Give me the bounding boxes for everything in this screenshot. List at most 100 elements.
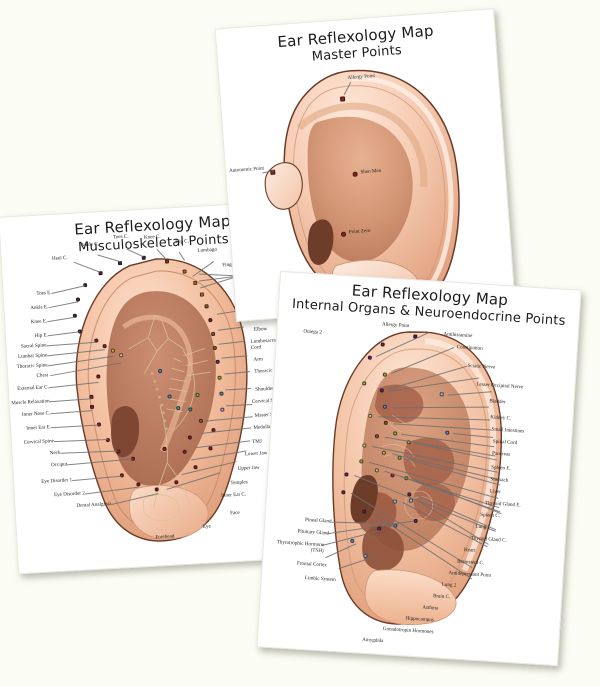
label-amygdala: Amygdala <box>361 636 384 645</box>
card-master-points[interactable]: Ear Reflexology Map Master Points <box>214 8 516 322</box>
label-lung-1: Lung 1 <box>475 523 491 531</box>
label-sacral-spine: Sacral Spine <box>20 342 47 350</box>
acupoint-wrist[interactable] <box>212 345 217 350</box>
label-spleen-e: Spleen E. <box>491 464 511 472</box>
label-pancreas: Pancreas <box>491 450 511 458</box>
acupoint-thoracic-spinal-cord[interactable] <box>157 368 162 373</box>
label-heart: Heart <box>463 546 476 554</box>
label-lung-2: Lung 2 <box>441 581 457 589</box>
acupoint-spinal-cord[interactable] <box>383 420 388 425</box>
acupoint-lower-jaw[interactable] <box>182 449 187 454</box>
acupoint-medulla-oblongata[interactable] <box>198 418 203 423</box>
acupoint-thyroid-gland-e[interactable] <box>362 443 367 448</box>
acupoint-shen-men[interactable] <box>352 171 358 177</box>
acupoint-allergy-point[interactable] <box>339 96 345 102</box>
label-cervical-spine: Cervical Spine <box>23 438 55 446</box>
label-arm: Arm <box>253 356 264 363</box>
acupoint-lumbosacral-spinal-cord[interactable] <box>219 391 224 396</box>
acupoint-skin-disorder-c[interactable] <box>208 318 213 322</box>
label-brain-c: Brain C. <box>432 593 451 601</box>
acupoint-cervical-spinal-cord[interactable] <box>176 406 180 410</box>
acupoint-hand[interactable] <box>211 331 215 336</box>
label-inner-ear-e: Inner Ear E. <box>26 424 52 432</box>
acupoint-eye-disorder-2[interactable] <box>136 482 141 487</box>
label-frontal-cortex: Frontal Cortex <box>296 560 327 569</box>
label-temples: Temples <box>230 479 248 487</box>
acupoint-antihistamine[interactable] <box>367 355 372 360</box>
acupoint-constipation[interactable] <box>382 372 387 377</box>
label-occiput: Occiput <box>50 461 68 469</box>
label-hip-e: Hip E. <box>34 332 49 339</box>
acupoint-shoulder[interactable] <box>167 394 172 399</box>
acupoint-knee-c[interactable] <box>164 259 170 264</box>
acupoint-sciatic-nerve[interactable] <box>362 381 366 386</box>
label-omega-2: Omega 2 <box>303 328 323 336</box>
acupoint-point-zero[interactable] <box>340 231 346 237</box>
acupoint-fingers-1[interactable] <box>199 292 205 297</box>
acupoint-lung-2[interactable] <box>344 472 349 477</box>
acupoint-pituitary-gland[interactable] <box>413 518 418 523</box>
card-musculoskeletal-points[interactable]: Ear Reflexology Map Musculoskeletal Poin… <box>0 199 325 575</box>
label-limbic-system: Limbic System <box>304 575 337 583</box>
label-kidney-c: Kidney C. <box>490 414 512 422</box>
acupoint-hip-c[interactable] <box>182 269 187 274</box>
acupoint-spleen-e[interactable] <box>393 431 397 436</box>
acupoint-forehead[interactable] <box>174 480 179 485</box>
label-chest: Chest <box>36 372 49 379</box>
label-stomach: Stomach <box>490 476 509 484</box>
acupoint-thoracic-spine[interactable] <box>110 348 115 353</box>
label-thoracic-spine: Thoracic Spine <box>16 362 48 371</box>
acupoint-temples[interactable] <box>195 392 200 397</box>
label-eye: Eye <box>202 523 211 530</box>
label-lower-jaw: Lower Jaw <box>244 450 268 458</box>
acupoint-heart[interactable] <box>374 468 379 473</box>
acupoint-external-ear-c[interactable] <box>96 374 100 379</box>
label-spleen-c: Spleen C. <box>480 511 501 520</box>
label-face: Face <box>229 509 240 517</box>
label-external-ear-c: External Ear C. <box>17 384 50 393</box>
label-toes-e: Toes E. <box>36 289 52 297</box>
acupoint-bladder[interactable] <box>439 392 445 397</box>
label-knee-e: Knee E. <box>30 318 48 326</box>
acupoint-frontal-cortex[interactable] <box>350 538 355 543</box>
label-gonadotropin-hormones: Gonadotropin Hormones <box>382 626 434 636</box>
acupoint-master-shoulder[interactable] <box>188 407 192 412</box>
label-neck: Neck <box>49 449 61 457</box>
label-lumbago: Lumbago <box>197 246 218 254</box>
acupoint-elbow[interactable] <box>217 375 222 380</box>
acupoint-face[interactable] <box>208 446 213 451</box>
label-shoulder: Shoulder <box>255 385 274 393</box>
acupoint-tmj[interactable] <box>162 446 167 451</box>
acupoint-inner-nose-c[interactable] <box>89 404 95 410</box>
acupoint-small-intestines[interactable] <box>368 413 372 418</box>
acupoint-gonadotropin-hormones[interactable] <box>341 490 346 494</box>
acupoint-kidney-c[interactable] <box>382 404 387 409</box>
label-muscle-relaxation: Muscle Relaxation <box>11 398 50 407</box>
acupoint-spleen-c[interactable] <box>381 450 386 455</box>
acupoint-asthma[interactable] <box>392 499 398 504</box>
acupoint-lumbar-spine[interactable] <box>102 344 107 348</box>
acupoint-lesser-occipital-nerve[interactable] <box>379 388 384 393</box>
acupoint-lumbago[interactable] <box>193 280 198 286</box>
label-pineal-gland: Pineal Gland <box>304 516 332 525</box>
acupoint-eye[interactable] <box>193 465 198 469</box>
acupoint-pancreas[interactable] <box>445 430 450 435</box>
acupoint-thyroid-gland-c[interactable] <box>359 459 364 464</box>
acupoint-limbic-system[interactable] <box>363 553 368 558</box>
acupoint-chest[interactable] <box>119 353 123 357</box>
acupoint-dental-analgesia[interactable] <box>154 487 159 492</box>
acupoint-abdomen[interactable] <box>215 359 220 364</box>
label-liver: Liver <box>489 488 501 496</box>
acupoint-amygdala[interactable] <box>362 509 366 514</box>
label-forehead: Forehead <box>155 533 175 541</box>
ear-illustration-master <box>247 60 474 313</box>
acupoint-omega-2[interactable] <box>380 342 385 347</box>
acupoint-upper-jaw[interactable] <box>187 435 192 440</box>
card-internal-organs-points[interactable]: Ear Reflexology Map Internal Organs & Ne… <box>256 270 582 667</box>
acupoint-arm[interactable] <box>220 407 225 412</box>
label-inner-nose-c: Inner Nose C. <box>21 410 51 418</box>
label-lumbar-spine: Lumbar Spine <box>17 352 48 360</box>
acupoint-fingers-2[interactable] <box>204 304 209 309</box>
acupoint-stomach[interactable] <box>374 434 379 438</box>
